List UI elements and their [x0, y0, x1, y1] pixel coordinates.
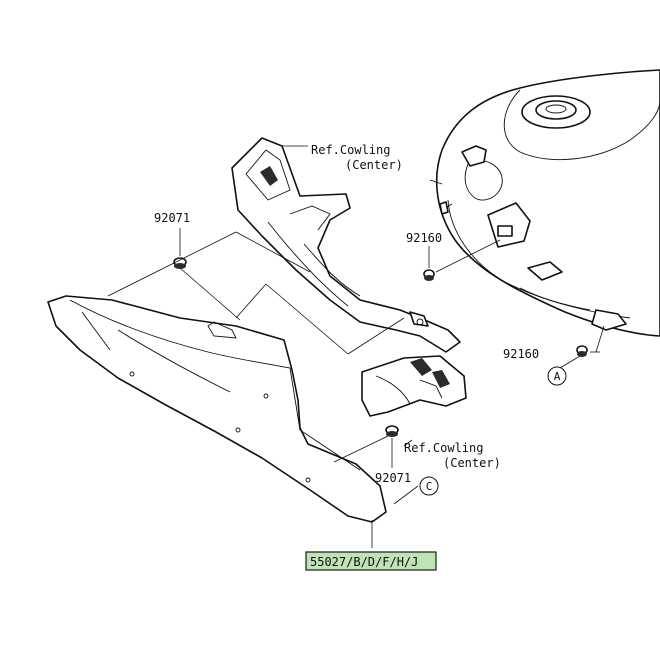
label-part-92160-right: 92160 — [503, 347, 539, 361]
label-ref-cowling-top-1: Ref.Cowling — [311, 143, 390, 157]
label-part-92071-bottom: 92071 — [375, 471, 411, 485]
under-cowl-panel — [47, 295, 387, 523]
svg-text:C: C — [426, 480, 433, 493]
lower-cowling-bracket — [361, 355, 467, 417]
callout-c: C — [419, 476, 439, 496]
main-part-number-box: 55027/B/D/F/H/J — [305, 551, 437, 571]
grommet-92071-left — [173, 257, 187, 269]
svg-text:A: A — [554, 370, 561, 383]
leader-lines — [107, 145, 605, 548]
callout-a: A — [547, 366, 567, 386]
grommet-92160-right — [576, 345, 588, 357]
grommet-92160-top — [423, 269, 435, 281]
center-cowling-bracket — [231, 137, 461, 353]
label-main-part-number: 55027/B/D/F/H/J — [310, 555, 418, 569]
fuel-tank — [429, 69, 660, 337]
label-ref-cowling-top-2: (Center) — [345, 158, 403, 172]
grommet-92071-bottom — [385, 425, 399, 437]
label-ref-cowling-bottom-1: Ref.Cowling — [404, 441, 483, 455]
label-part-92071-left: 92071 — [154, 211, 190, 225]
label-part-92160-top: 92160 — [406, 231, 442, 245]
label-ref-cowling-bottom-2: (Center) — [443, 456, 501, 470]
